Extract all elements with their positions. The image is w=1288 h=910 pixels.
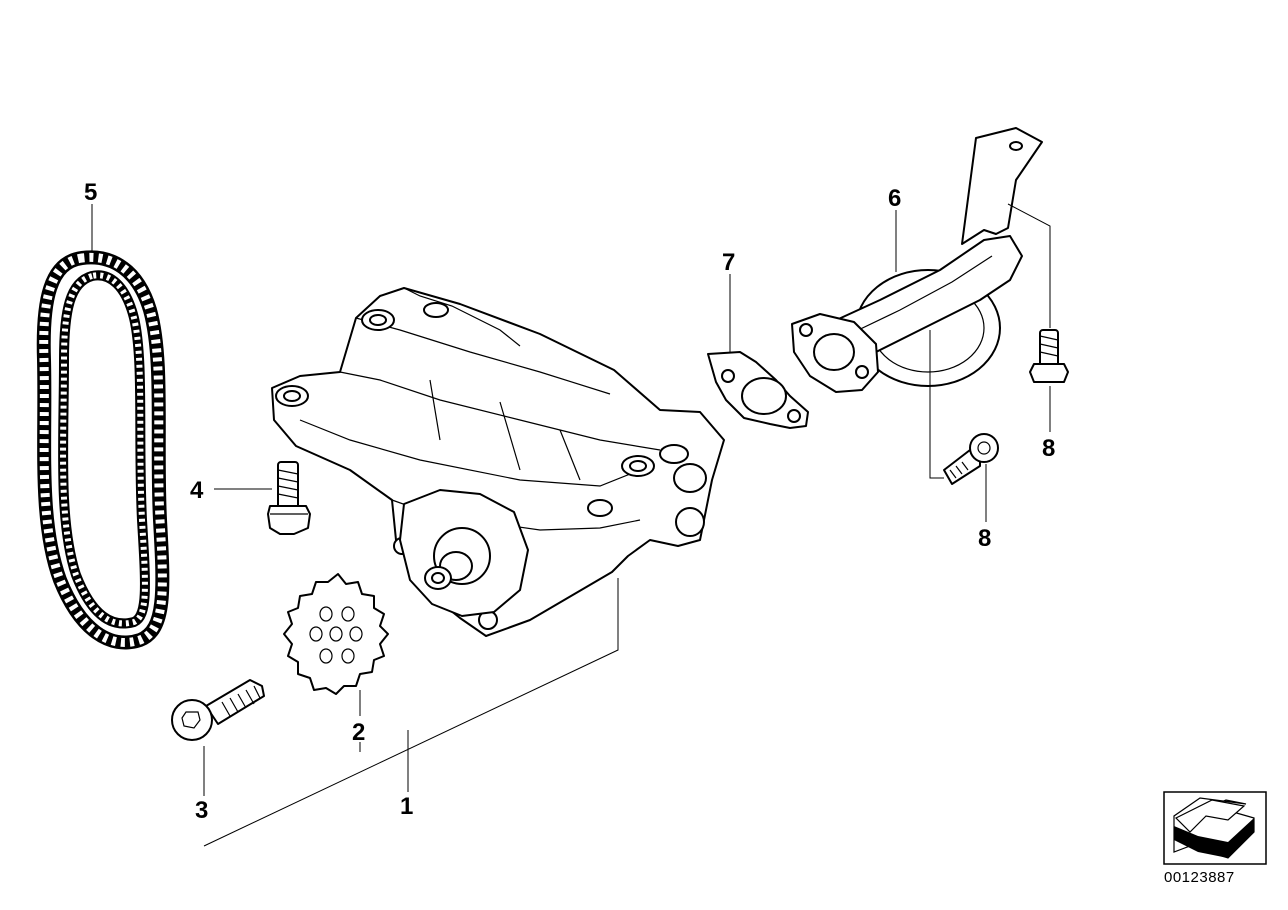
callout-4: 4 xyxy=(190,477,204,504)
callout-1: 1 xyxy=(400,793,413,820)
callout-8-lower: 8 xyxy=(978,525,991,552)
oil-pump-sprocket xyxy=(283,573,389,695)
callout-7: 7 xyxy=(722,249,735,276)
pickup-gasket xyxy=(707,351,809,429)
oil-pickup-tube xyxy=(791,127,1043,393)
oil-pump-housing xyxy=(271,287,725,637)
tube-screw-upper xyxy=(1029,329,1069,383)
diagram-part-number: 00123887 xyxy=(1164,869,1235,886)
leader-lines xyxy=(91,203,1051,847)
callout-2: 2 xyxy=(352,719,365,746)
tube-screw-lower xyxy=(943,433,999,485)
timing-chain xyxy=(36,250,170,650)
callout-8-upper: 8 xyxy=(1042,435,1055,462)
direction-arrow-icon xyxy=(1163,791,1267,865)
callout-5: 5 xyxy=(84,179,97,206)
callout-3: 3 xyxy=(195,797,208,824)
mounting-bolt-4 xyxy=(267,461,311,535)
sprocket-bolt xyxy=(171,679,265,741)
callout-6: 6 xyxy=(888,185,901,212)
